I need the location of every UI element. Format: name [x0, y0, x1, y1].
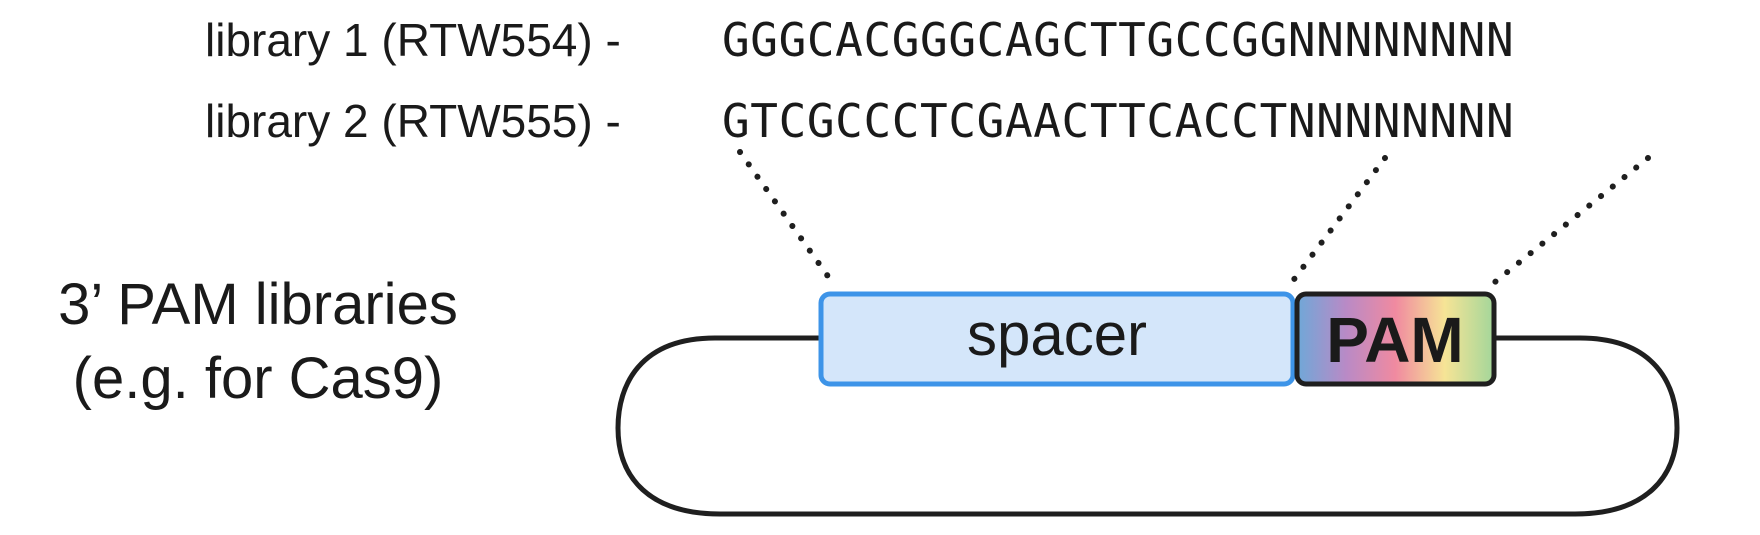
pam-box [1294, 291, 1497, 387]
pam-label: PAM [1326, 304, 1463, 376]
title-line-2: (e.g. for Cas9) [72, 346, 444, 412]
title-line-1: 3’ PAM libraries [58, 272, 458, 337]
library-2-sequence: GTCGCCCTCGAACTTCACCTNNNNNNNN [722, 94, 1515, 148]
plasmid-backbone [615, 335, 1680, 517]
connector-line-pam-end [1492, 155, 1651, 285]
library-1-label: library 1 (RTW554) - [205, 14, 621, 66]
spacer-box [818, 291, 1296, 387]
library-1-sequence: GGGCACGGGCAGCTTGCCGGNNNNNNNN [722, 13, 1515, 67]
connector-line-spacer-start [737, 149, 835, 285]
library-2-label: library 2 (RTW555) - [205, 95, 621, 147]
connector-line-spacer-end [1289, 155, 1388, 285]
spacer-label: spacer [967, 301, 1147, 368]
diagram-title: 3’ PAM libraries (e.g. for Cas9) [8, 268, 508, 416]
